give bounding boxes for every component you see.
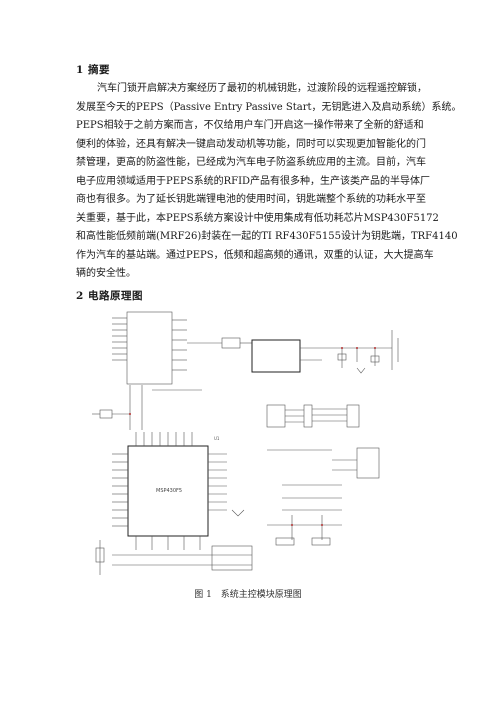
paragraph-line: 便利的体验，还具有解决一键启动发动机等功能，同时可以实现更加智能化的门: [76, 138, 426, 150]
figure-caption: 图 1 系统主控模块原理图: [0, 587, 496, 600]
main-ic-label: MSP430F5: [156, 488, 182, 494]
paragraph-line: PEPS相较于之前方案而言，不仅给用户车门开启这一操作带来了全新的舒适和: [76, 120, 424, 131]
paragraph-line: 禁管理，更高的防盗性能，已经成为汽车电子防盗系统应用的主流。目前，汽车: [76, 157, 426, 168]
paragraph-line: 发展至今天的PEPS（Passive Entry Passive Start，无…: [76, 101, 462, 113]
paragraph-line: 辆的安全性。: [76, 268, 136, 279]
abstract-paragraph: 汽车门锁开启解决方案经历了最初的机械钥匙，过渡阶段的远程遥控解锁， 发展至今天的…: [76, 80, 462, 284]
paragraph-line: 汽车门锁开启解决方案经历了最初的机械钥匙，过渡阶段的远程遥控解锁，: [97, 83, 427, 94]
paragraph-line: 和高性能低频前端(MRF26)封装在一起的TI RF430F5155设计为钥匙端…: [76, 231, 458, 242]
paragraph-line: 电子应用领域适用于PEPS系统的RFID产品有很多种，生产该类产品的半导体厂: [76, 175, 431, 187]
figure-caption-text: 系统主控模块原理图: [220, 590, 302, 600]
paragraph-line: 关重要，基于此，本PEPS系统方案设计中使用集成有低功耗芯片MSP430F517…: [76, 212, 439, 224]
schematic-drawing: MSP430F5 U1: [92, 311, 399, 575]
top-left-ic: [126, 311, 173, 385]
figure-caption-number: 图 1: [194, 590, 212, 600]
ic-ref-label: U1: [214, 436, 220, 441]
section-heading-schematic: 2 电路原理图: [76, 290, 143, 302]
section-heading-abstract: 1 摘要: [76, 64, 110, 76]
circuit-schematic-figure: MSP430F5 U1: [92, 310, 408, 578]
paragraph-line: 商也有很多。为了延长钥匙端锂电池的使用时间，钥匙端整个系统的功耗水平至: [76, 194, 426, 205]
paragraph-line: 作为汽车的基站端。通过PEPS，低频和超高频的通讯，双重的认证，大大提高车: [76, 249, 434, 261]
